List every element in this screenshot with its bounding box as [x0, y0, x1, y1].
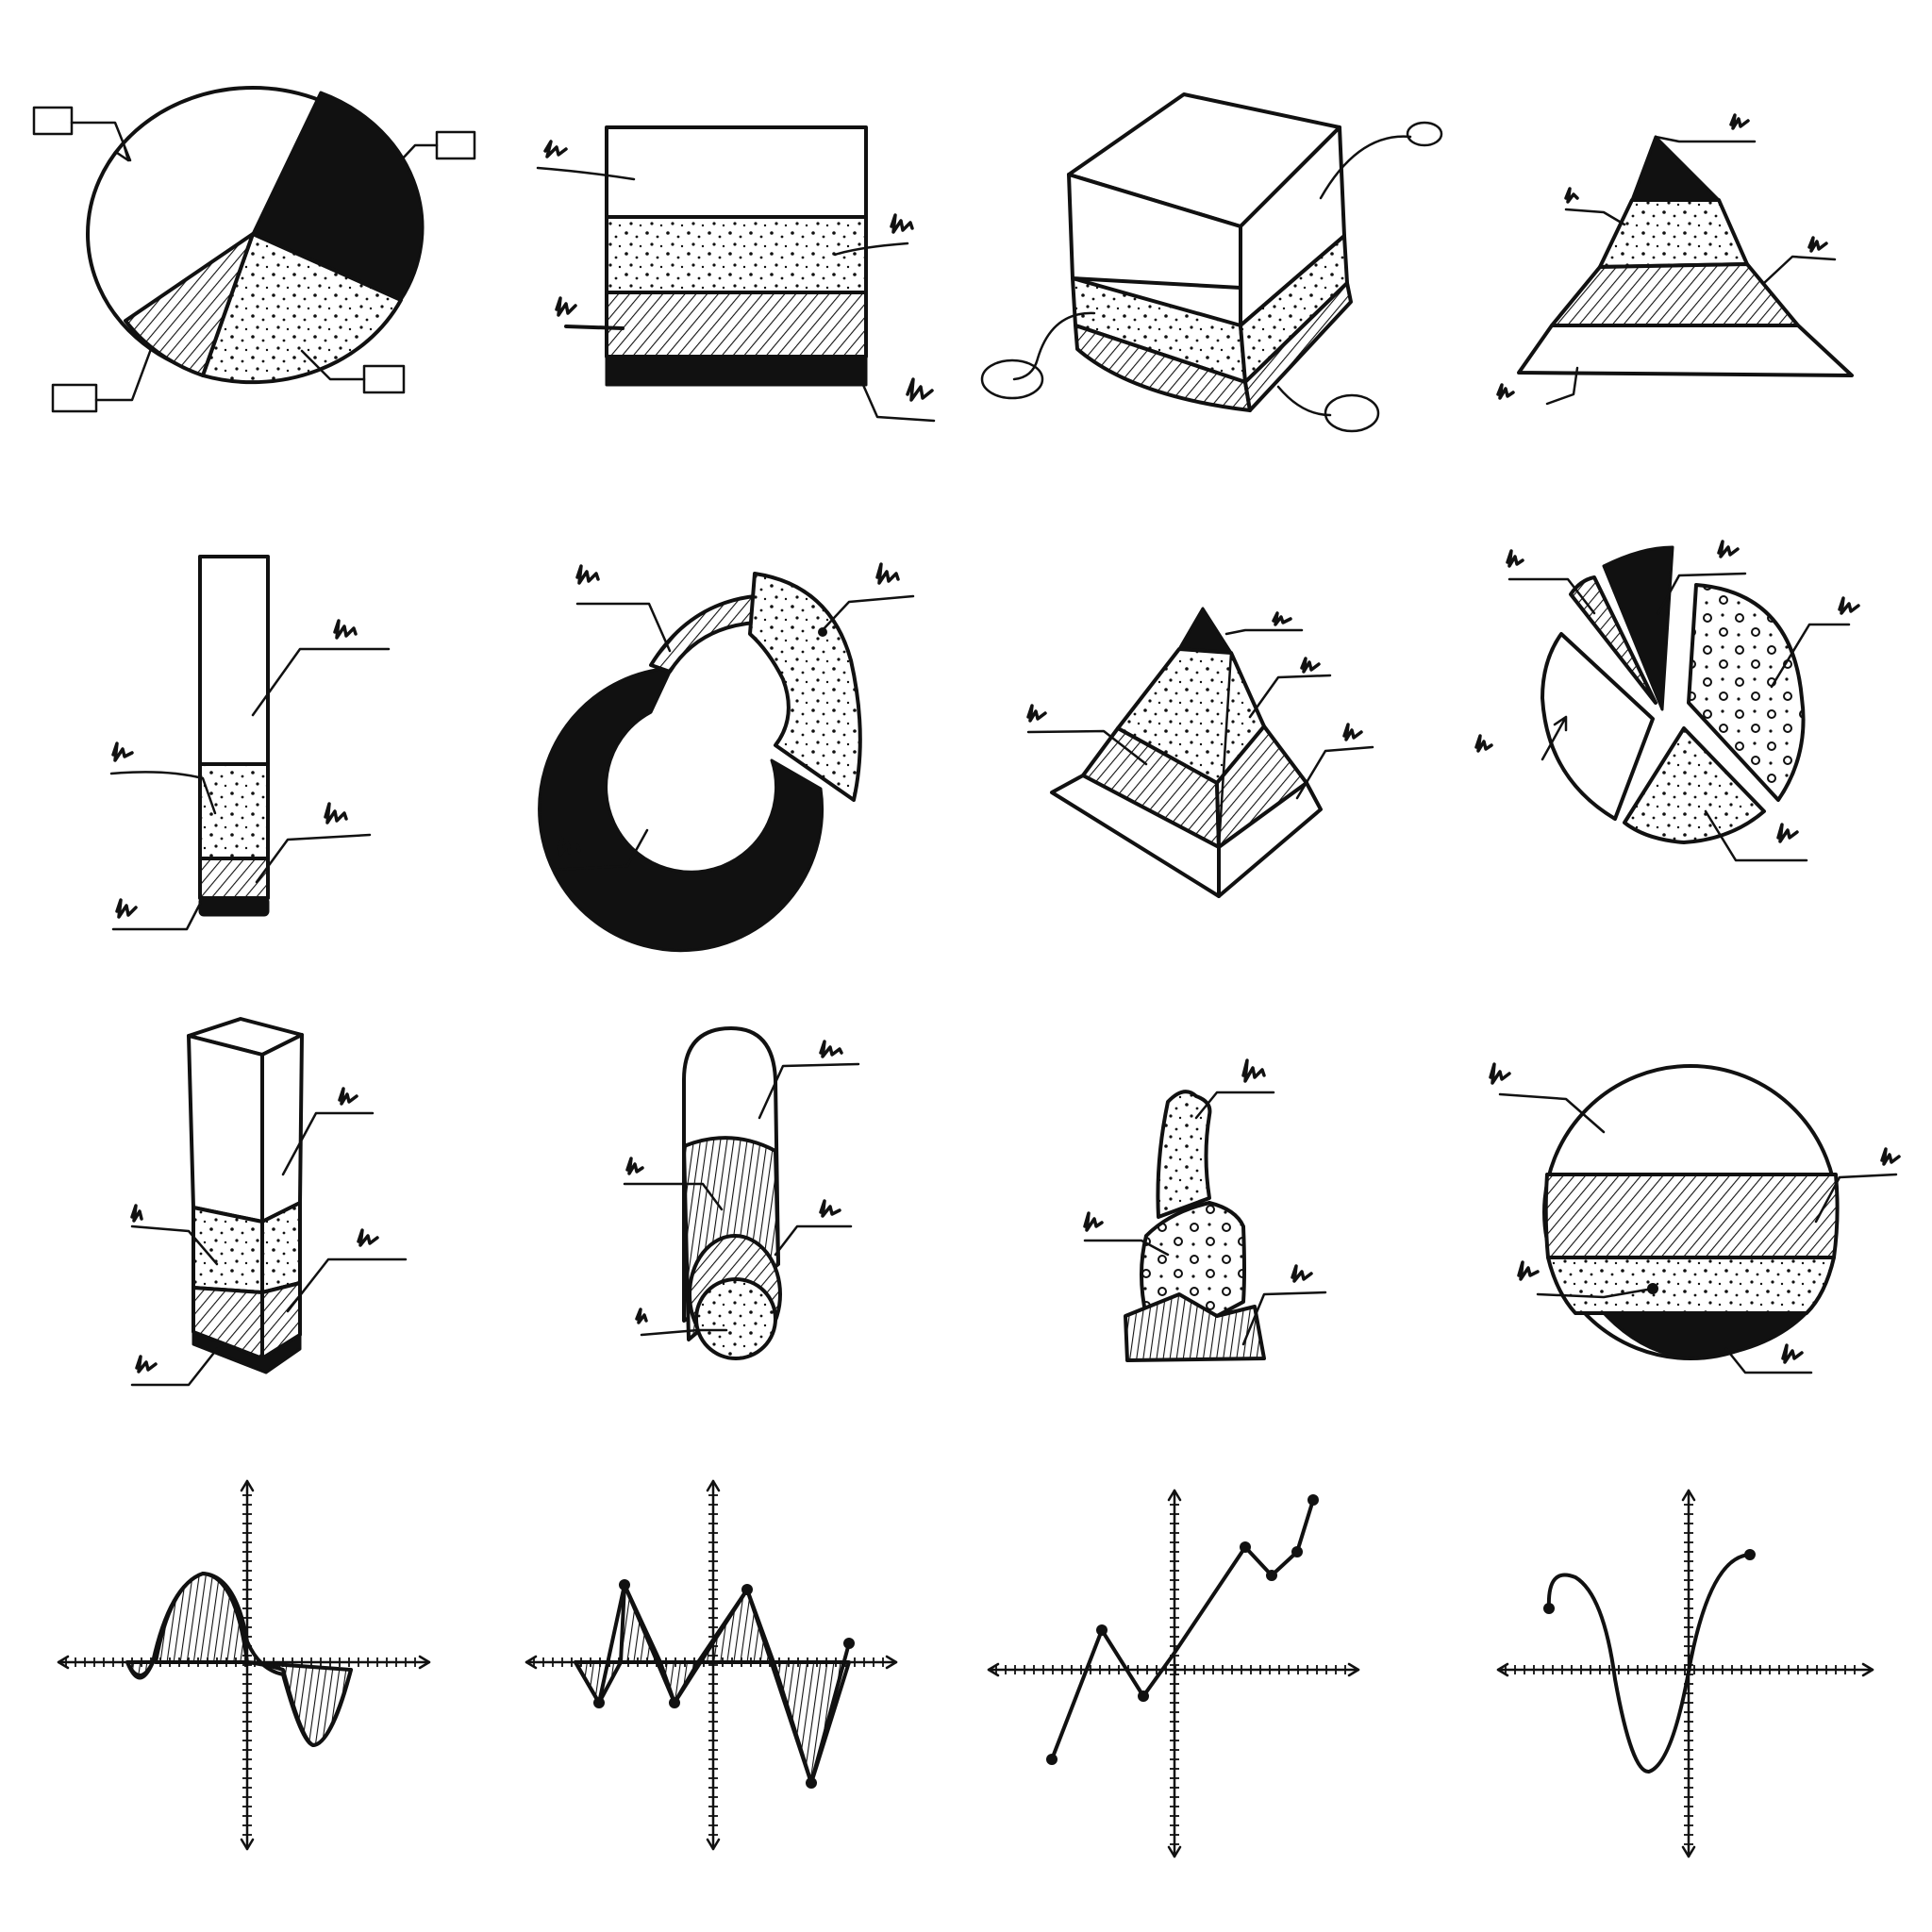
exploded-pie-chart-illustration [1474, 540, 1860, 862]
label-box [435, 130, 476, 160]
layered-circle-illustration [1489, 1062, 1901, 1374]
label-box [51, 383, 98, 413]
axis-ticks [65, 1494, 1856, 1845]
capsule-cylinder-illustration [623, 1026, 860, 1360]
pie-chart-illustration [32, 86, 476, 413]
layered-pyramid-illustration [1026, 607, 1374, 898]
label-box [362, 364, 406, 394]
stacked-column-illustration [109, 555, 391, 931]
layered-cube-illustration [980, 92, 1443, 433]
label-box [32, 106, 74, 136]
rising-line-graph [987, 1489, 1360, 1858]
layered-blob-illustration [1083, 1058, 1327, 1362]
layered-triangle-illustration [1496, 113, 1854, 406]
stacked-square-illustration [536, 125, 936, 423]
stacked-prism-illustration [130, 1017, 408, 1387]
ring-chart-illustration [538, 562, 915, 953]
